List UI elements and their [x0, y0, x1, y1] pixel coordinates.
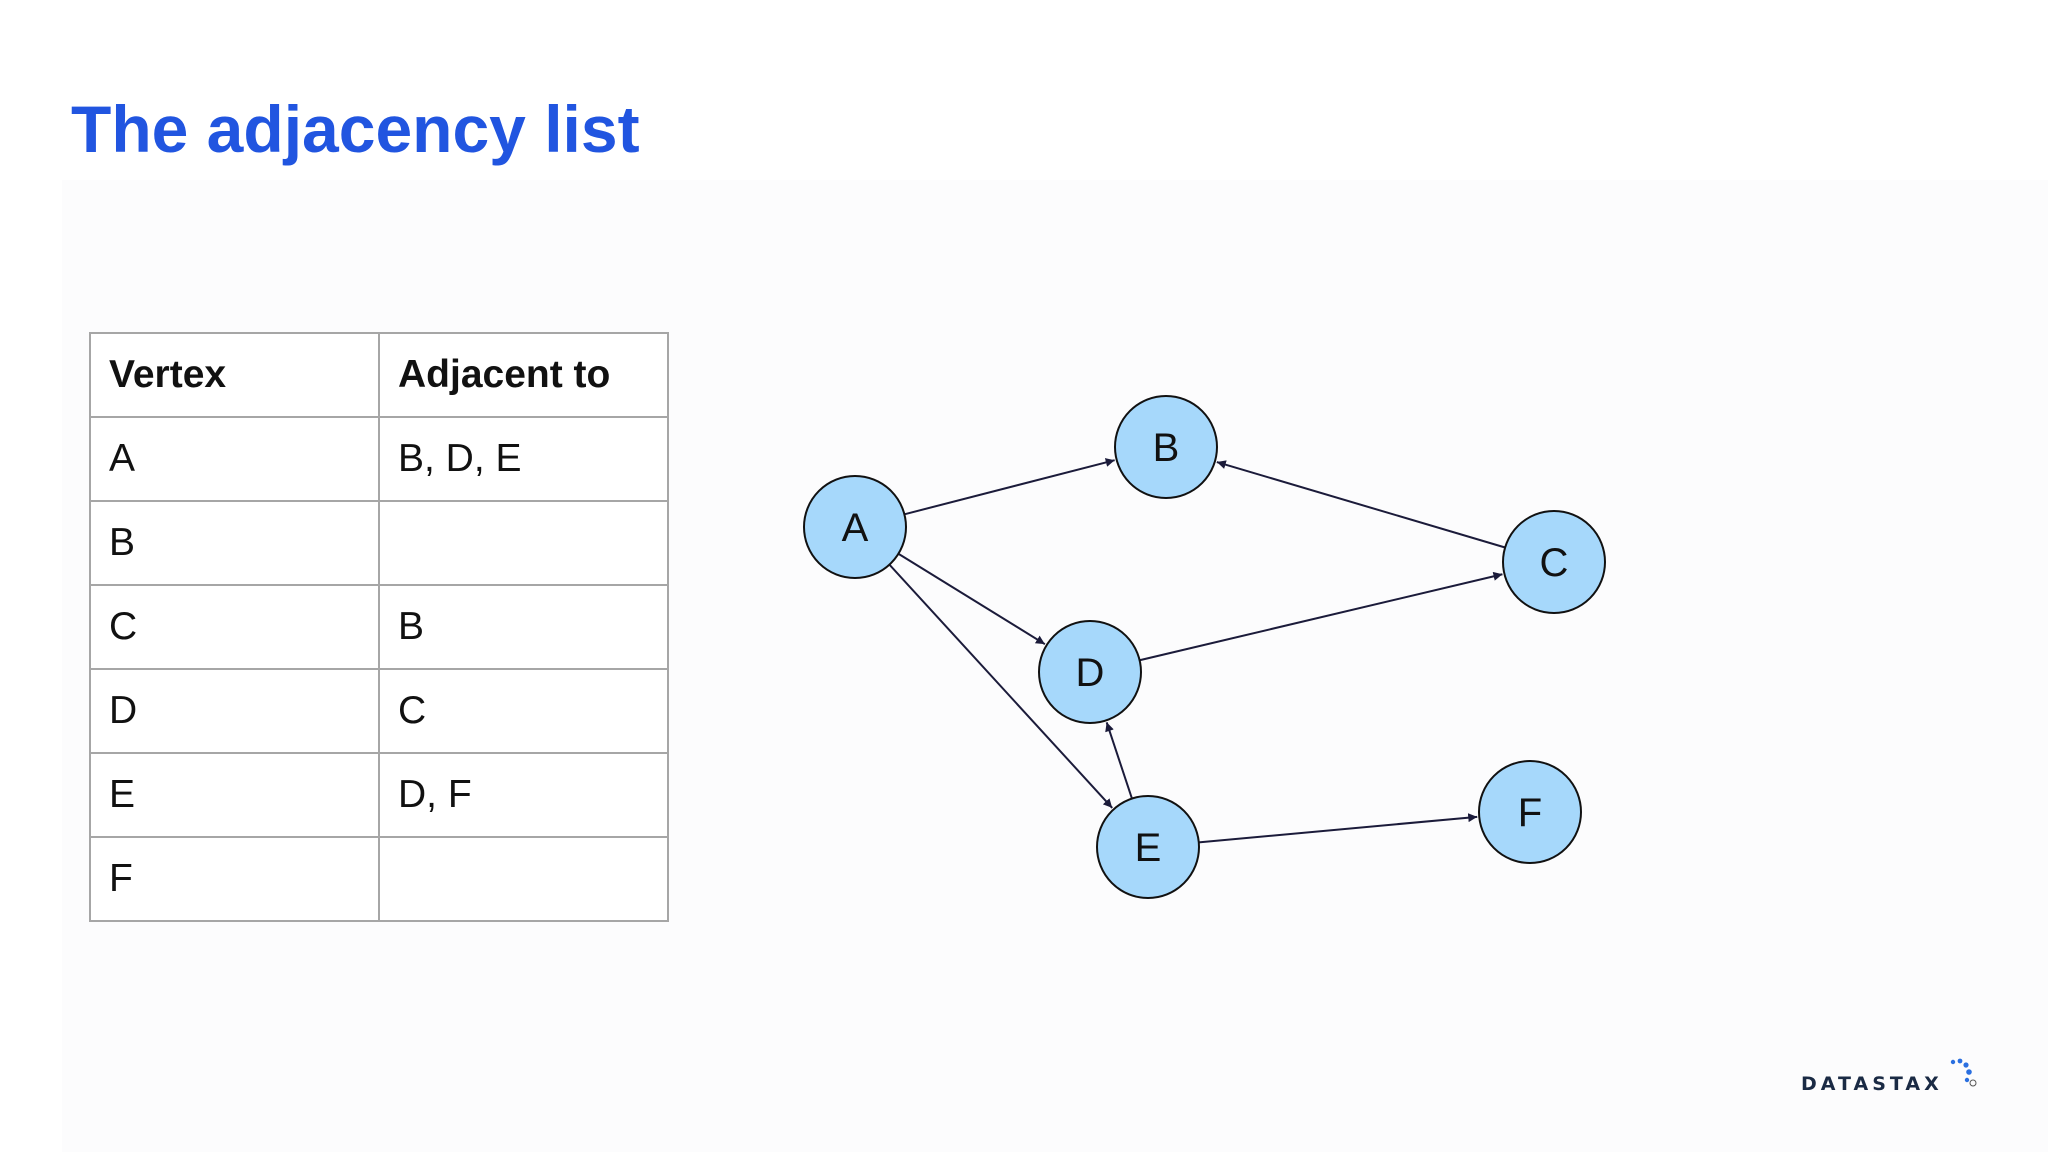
node-e: E: [1096, 795, 1200, 899]
edge-a-to-d: [897, 552, 1046, 646]
graph-nodes: A B C D E F: [803, 395, 1606, 899]
table-row: B: [89, 500, 669, 586]
node-circle: [1478, 760, 1582, 864]
slide-title: The adjacency list: [71, 92, 640, 166]
adjacency-table: Vertex Adjacent to A B, D, E B C B D C E…: [89, 332, 669, 922]
edge-e-to-d: [1105, 721, 1133, 799]
node-circle: [1096, 795, 1200, 899]
graph-edges: [888, 458, 1506, 844]
node-f: F: [1478, 760, 1582, 864]
table-row: D C: [89, 668, 669, 754]
cell-adjacent: B: [378, 584, 669, 670]
node-circle: [1502, 510, 1606, 614]
logo-wordmark: DATASTAX: [1801, 1073, 1943, 1095]
node-circle: [1038, 620, 1142, 724]
edge-e-to-f: [1198, 813, 1478, 844]
node-c: C: [1502, 510, 1606, 614]
cell-vertex: C: [89, 584, 380, 670]
node-a: A: [803, 475, 907, 579]
node-d: D: [1038, 620, 1142, 724]
header-vertex: Vertex: [89, 332, 380, 418]
cell-vertex: F: [89, 836, 380, 922]
cell-vertex: E: [89, 752, 380, 838]
cell-vertex: D: [89, 668, 380, 754]
logo-dots-icon: [1950, 1058, 1977, 1087]
table-header-row: Vertex Adjacent to: [89, 332, 669, 418]
table-row: C B: [89, 584, 669, 670]
cell-vertex: A: [89, 416, 380, 502]
cell-vertex: B: [89, 500, 380, 586]
edge-c-to-b: [1216, 460, 1506, 549]
cell-adjacent: D, F: [378, 752, 669, 838]
node-label: A: [842, 506, 869, 550]
node-b: B: [1114, 395, 1218, 499]
cell-adjacent: B, D, E: [378, 416, 669, 502]
datastax-logo: DATASTAX: [1801, 1056, 1985, 1096]
node-label: E: [1135, 826, 1162, 870]
node-circle: [1114, 395, 1218, 499]
cell-adjacent: [378, 500, 669, 586]
node-label: B: [1153, 426, 1180, 470]
edge-d-to-c: [1139, 571, 1503, 662]
cell-adjacent: [378, 836, 669, 922]
node-label: C: [1540, 541, 1569, 585]
edge-a-to-e: [888, 563, 1113, 809]
table-row: F: [89, 836, 669, 922]
table-row: E D, F: [89, 752, 669, 838]
edge-a-to-b: [904, 458, 1115, 516]
header-adjacent-to: Adjacent to: [378, 332, 669, 418]
node-label: D: [1076, 651, 1105, 695]
node-label: F: [1518, 791, 1542, 835]
cell-adjacent: C: [378, 668, 669, 754]
table-row: A B, D, E: [89, 416, 669, 502]
node-circle: [803, 475, 907, 579]
